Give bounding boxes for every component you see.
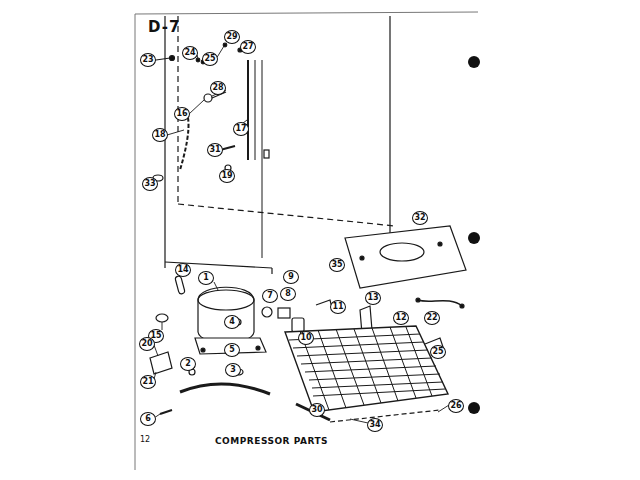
callout-number: 35: [329, 258, 345, 272]
callout-number: 33: [142, 177, 158, 191]
diagram-title: D-7: [148, 18, 180, 36]
callout-number: 11: [330, 300, 346, 314]
callout-number: 2: [180, 357, 196, 371]
callout-number: 16: [174, 107, 190, 121]
callout-number: 14: [175, 263, 191, 277]
callout-number: 4: [224, 315, 240, 329]
callout-number: 6: [140, 412, 156, 426]
callout-number: 23: [140, 53, 156, 67]
callout-number: 9: [283, 270, 299, 284]
callout-number: 5: [224, 343, 240, 357]
page-number: 12: [140, 435, 150, 444]
callout-number: 10: [298, 331, 314, 345]
callout-number: 1: [198, 271, 214, 285]
callout-number: 34: [367, 418, 383, 432]
callout-number: 32: [412, 211, 428, 225]
callout-number: 22: [424, 311, 440, 325]
callout-number: 13: [365, 291, 381, 305]
callout-number: 29: [224, 30, 240, 44]
callout-number: 30: [309, 403, 325, 417]
callout-number: 27: [240, 40, 256, 54]
callout-number: 7: [262, 289, 278, 303]
callout-number: 3: [225, 363, 241, 377]
callout-number: 20: [139, 337, 155, 351]
callout-number: 26: [448, 399, 464, 413]
callout-number: 25: [430, 345, 446, 359]
callout-number: 17: [233, 122, 249, 136]
callout-number: 21: [140, 375, 156, 389]
callout-number: 24: [182, 46, 198, 60]
callout-number: 12: [393, 311, 409, 325]
callout-number: 19: [219, 169, 235, 183]
callout-number: 31: [207, 143, 223, 157]
callout-number: 18: [152, 128, 168, 142]
diagram-caption: COMPRESSOR PARTS: [215, 436, 328, 446]
callout-number: 28: [210, 81, 226, 95]
callout-number: 25: [202, 52, 218, 66]
callout-number: 8: [280, 287, 296, 301]
